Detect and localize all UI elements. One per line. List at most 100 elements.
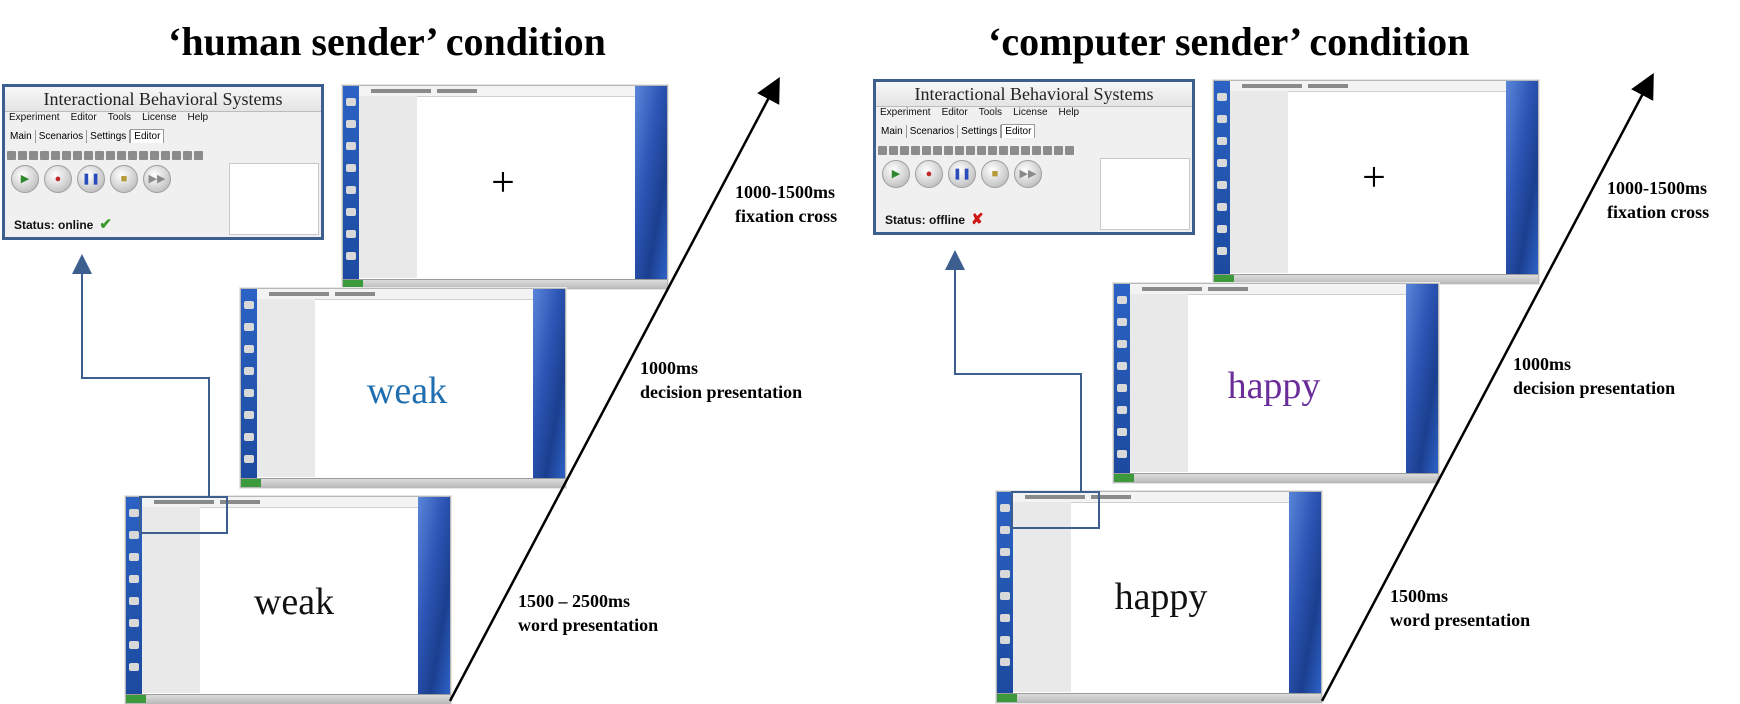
menu-editor[interactable]: Editor xyxy=(941,107,968,118)
zoom-connector-arrow xyxy=(945,250,1082,491)
toolbar xyxy=(878,142,1190,156)
tab-main[interactable]: Main xyxy=(7,130,36,143)
link-icon[interactable] xyxy=(988,146,997,155)
window-icon[interactable] xyxy=(1054,146,1063,155)
zoom-highlight-box xyxy=(139,496,228,534)
window-icon[interactable] xyxy=(183,151,192,160)
new-icon[interactable] xyxy=(878,146,887,155)
menu-license[interactable]: License xyxy=(142,112,177,123)
timing-fixation: 1000-1500ms fixation cross xyxy=(1607,176,1709,224)
menu-tools[interactable]: Tools xyxy=(978,107,1003,118)
annotation-overlay xyxy=(945,72,1654,702)
dropdown-icon[interactable] xyxy=(977,146,986,155)
add-icon[interactable] xyxy=(128,151,137,160)
flow-icon[interactable] xyxy=(95,151,104,160)
flow-icon[interactable] xyxy=(966,146,975,155)
folder-icon[interactable] xyxy=(161,151,170,160)
bug-icon[interactable] xyxy=(51,151,60,160)
taskbar xyxy=(343,279,667,288)
timing-event: word presentation xyxy=(518,615,659,635)
paste-icon[interactable] xyxy=(955,146,964,155)
tab-editor[interactable]: Editor xyxy=(1001,124,1036,138)
tab-scenarios[interactable]: Scenarios xyxy=(36,130,88,143)
tab-scenarios[interactable]: Scenarios xyxy=(907,125,959,138)
stop-icon[interactable]: ■ xyxy=(981,160,1009,188)
ibs-window: Interactional Behavioral Systems Experim… xyxy=(2,84,324,240)
open-icon[interactable] xyxy=(889,146,898,155)
fixation-screen: + xyxy=(342,85,668,289)
app-menu-strip xyxy=(1130,284,1406,295)
document-icon[interactable] xyxy=(62,151,71,160)
app-sidebar xyxy=(1130,294,1188,472)
tab-settings[interactable]: Settings xyxy=(87,130,131,143)
log-pane xyxy=(229,163,319,235)
open-icon[interactable] xyxy=(18,151,27,160)
skip-forward-icon[interactable]: ▶▶ xyxy=(143,165,171,193)
document-icon[interactable] xyxy=(933,146,942,155)
copy-icon[interactable] xyxy=(73,151,82,160)
folder-icon[interactable] xyxy=(1032,146,1041,155)
play-icon[interactable]: ▶ xyxy=(882,160,910,188)
skip-forward-icon[interactable]: ▶▶ xyxy=(1014,160,1042,188)
timing-duration: 1000-1500ms xyxy=(1607,178,1707,198)
arrow-right-icon[interactable] xyxy=(1010,146,1019,155)
status-indicator: Status: offline✘ xyxy=(885,210,984,228)
word-screen: weak xyxy=(125,496,451,704)
condition-title: ‘computer sender’ condition xyxy=(988,19,1470,64)
menu-editor[interactable]: Editor xyxy=(70,112,97,123)
bug-icon[interactable] xyxy=(922,146,931,155)
save-icon[interactable] xyxy=(900,146,909,155)
menu-license[interactable]: License xyxy=(1013,107,1048,118)
eraser-icon[interactable] xyxy=(1065,146,1074,155)
menu-help[interactable]: Help xyxy=(187,112,209,123)
add-icon[interactable] xyxy=(999,146,1008,155)
stimulus-text: + xyxy=(1362,155,1386,201)
pause-icon[interactable]: ❚❚ xyxy=(77,165,105,193)
timeline-arrow xyxy=(1320,72,1654,702)
menu-bar: Experiment Editor Tools License Help xyxy=(880,107,1090,118)
pause-icon[interactable]: ❚❚ xyxy=(948,160,976,188)
status-label: Status: offline xyxy=(885,213,965,227)
menu-experiment[interactable]: Experiment xyxy=(9,112,60,123)
stimulus-text: + xyxy=(491,160,515,206)
record-icon[interactable]: ● xyxy=(915,160,943,188)
stop-icon[interactable]: ■ xyxy=(110,165,138,193)
grid-icon[interactable] xyxy=(172,151,181,160)
app-menu-strip xyxy=(359,86,635,97)
menu-experiment[interactable]: Experiment xyxy=(880,107,931,118)
paste-icon[interactable] xyxy=(84,151,93,160)
taskbar xyxy=(1114,473,1438,482)
timing-fixation: 1000-1500ms fixation cross xyxy=(735,180,837,228)
grid-icon[interactable] xyxy=(1043,146,1052,155)
taskbar xyxy=(241,478,565,487)
tab-settings[interactable]: Settings xyxy=(958,125,1002,138)
timing-duration: 1000ms xyxy=(1513,354,1571,374)
tab-editor[interactable]: Editor xyxy=(130,129,165,143)
app-menu-strip xyxy=(1230,81,1506,92)
tab-main[interactable]: Main xyxy=(878,125,907,138)
menu-help[interactable]: Help xyxy=(1058,107,1080,118)
settings-icon[interactable] xyxy=(911,146,920,155)
menu-tools[interactable]: Tools xyxy=(107,112,132,123)
desktop-icon-bar xyxy=(241,289,257,479)
record-icon[interactable]: ● xyxy=(44,165,72,193)
arrow-right-icon[interactable] xyxy=(139,151,148,160)
eraser-icon[interactable] xyxy=(194,151,203,160)
play-icon[interactable]: ▶ xyxy=(11,165,39,193)
link-icon[interactable] xyxy=(117,151,126,160)
decision-screen: weak xyxy=(240,288,566,488)
desktop-icon-bar xyxy=(343,86,359,280)
dropdown-icon[interactable] xyxy=(106,151,115,160)
playback-controls: ▶●❚❚■▶▶ xyxy=(882,160,1047,188)
print-icon[interactable] xyxy=(150,151,159,160)
timing-event: fixation cross xyxy=(1607,202,1710,222)
timing-duration: 1500 – 2500ms xyxy=(518,591,630,611)
timing-event: word presentation xyxy=(1390,610,1531,630)
copy-icon[interactable] xyxy=(944,146,953,155)
new-icon[interactable] xyxy=(7,151,16,160)
check-icon: ✔ xyxy=(99,216,112,233)
save-icon[interactable] xyxy=(29,151,38,160)
print-icon[interactable] xyxy=(1021,146,1030,155)
settings-icon[interactable] xyxy=(40,151,49,160)
